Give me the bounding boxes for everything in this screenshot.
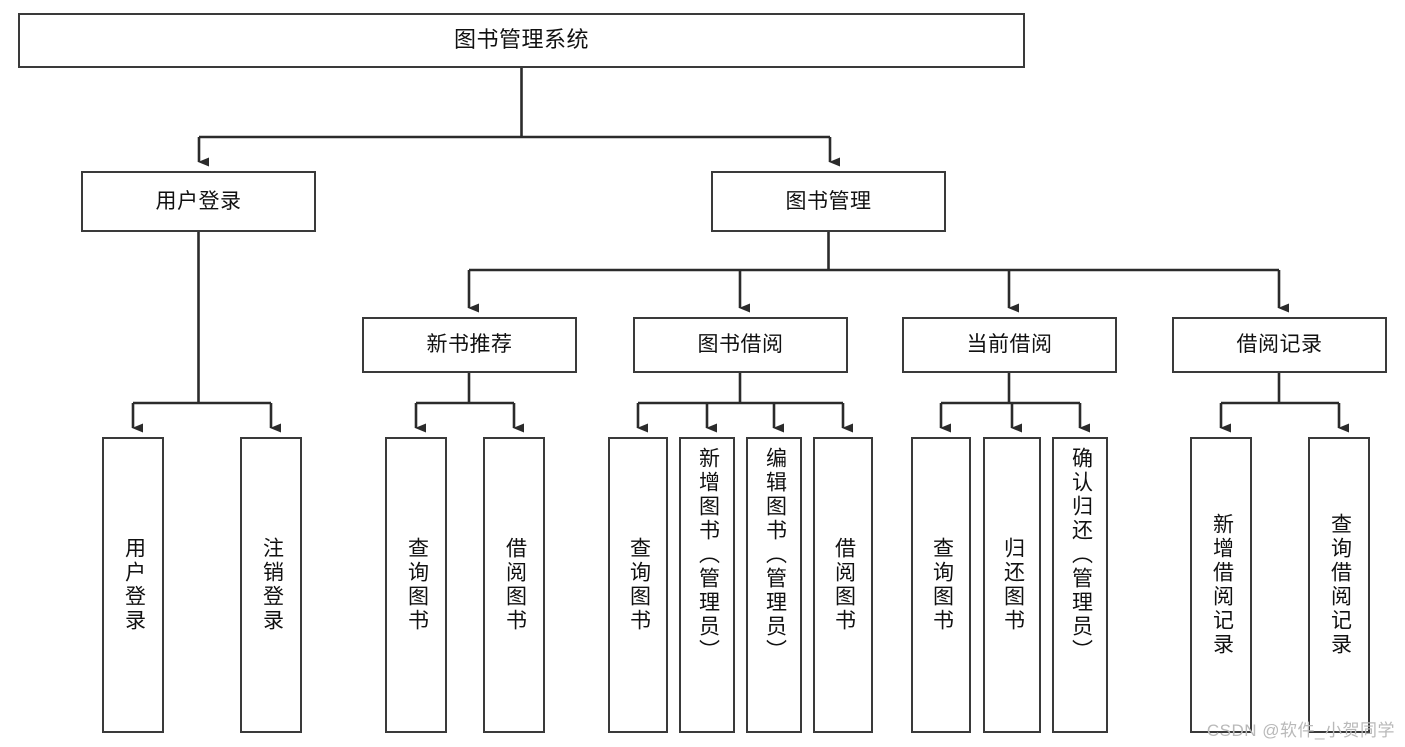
csdn-watermark: CSDN @软件_小贺同学 [1206,721,1395,740]
node-user-login[interactable]: 用户登录 [81,171,316,232]
node-label: 当前借阅 [966,333,1053,357]
node-borrow-record[interactable]: 借阅记录 [1172,317,1387,373]
node-leaf-add-book[interactable]: 新增图书（管理员） [679,437,735,733]
node-label: 查询图书 [627,537,651,633]
node-label: 查询图书 [405,537,429,633]
node-label: 图书管理系统 [453,27,589,53]
node-label: 确认归还（管理员） [1069,447,1093,663]
node-root-system[interactable]: 图书管理系统 [18,13,1025,68]
node-label: 图书管理 [785,189,872,213]
node-label: 查询借阅记录 [1328,513,1352,657]
node-leaf-query-borrow-record[interactable]: 查询借阅记录 [1308,437,1370,733]
node-leaf-query-book-3[interactable]: 查询图书 [911,437,971,733]
node-new-book-recommend[interactable]: 新书推荐 [362,317,577,373]
node-label: 新增图书（管理员） [696,447,720,663]
node-label: 图书借阅 [697,333,784,357]
node-label: 借阅图书 [832,537,856,633]
node-leaf-return-book[interactable]: 归还图书 [983,437,1041,733]
node-label: 新增借阅记录 [1210,513,1234,657]
node-label: 查询图书 [930,537,954,633]
node-leaf-add-borrow-record[interactable]: 新增借阅记录 [1190,437,1252,733]
node-leaf-query-book-1[interactable]: 查询图书 [385,437,447,733]
node-label: 用户登录 [122,537,146,633]
node-leaf-edit-book[interactable]: 编辑图书（管理员） [746,437,802,733]
node-leaf-query-book-2[interactable]: 查询图书 [608,437,668,733]
node-label: 借阅记录 [1236,333,1323,357]
node-label: 用户登录 [155,189,242,213]
node-label: 编辑图书（管理员） [763,447,787,663]
node-label: 注销登录 [260,537,284,633]
node-leaf-logout[interactable]: 注销登录 [240,437,302,733]
node-label: 借阅图书 [503,537,527,633]
node-leaf-borrow-book-2[interactable]: 借阅图书 [813,437,873,733]
node-label: 新书推荐 [426,333,513,357]
node-label: 归还图书 [1001,537,1025,633]
node-leaf-borrow-book-1[interactable]: 借阅图书 [483,437,545,733]
node-book-manage[interactable]: 图书管理 [711,171,946,232]
node-leaf-confirm-return[interactable]: 确认归还（管理员） [1052,437,1108,733]
node-current-borrow[interactable]: 当前借阅 [902,317,1117,373]
node-book-borrow[interactable]: 图书借阅 [633,317,848,373]
node-leaf-user-login[interactable]: 用户登录 [102,437,164,733]
